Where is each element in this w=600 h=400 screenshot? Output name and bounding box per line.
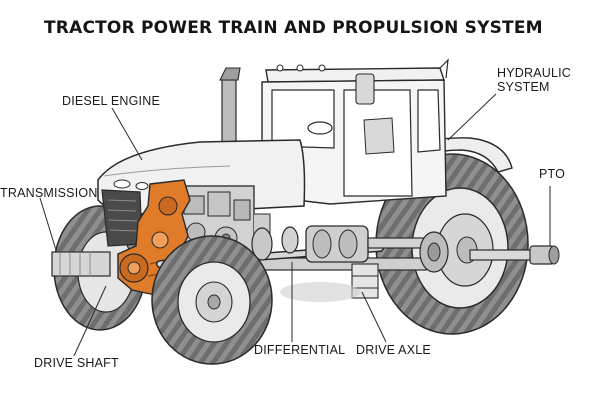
label-pto: PTO — [539, 167, 566, 181]
label-hydraulic-system: HYDRAULIC SYSTEM — [497, 66, 587, 94]
rear-axle-shaft — [367, 231, 449, 273]
cab — [261, 58, 449, 205]
leader-drive-axle — [361, 291, 387, 343]
leader-hydraulic — [447, 93, 497, 141]
leader-transmission — [39, 197, 57, 251]
rear-wheel — [375, 153, 529, 335]
label-hydraulic-line1: HYDRAULIC — [497, 66, 572, 80]
label-drive-axle: DRIVE AXLE — [356, 343, 431, 357]
exhaust-stack — [219, 67, 241, 147]
leader-diesel-engine — [111, 107, 143, 161]
front-weight — [51, 251, 111, 277]
label-differential: DIFFERENTIAL — [254, 343, 346, 357]
label-diesel-engine: DIESEL ENGINE — [62, 94, 160, 108]
pto-shaft — [469, 245, 560, 265]
label-drive-shaft: DRIVE SHAFT — [34, 356, 119, 370]
front-grille — [101, 179, 149, 247]
leader-drive-shaft — [73, 285, 107, 357]
front-wheel-near — [151, 235, 273, 365]
leader-lines — [39, 93, 551, 357]
label-hydraulic-line2: SYSTEM — [497, 80, 550, 94]
diagram-title: TRACTOR POWER TRAIN AND PROPULSION SYSTE… — [44, 18, 543, 38]
differential-unit — [305, 225, 379, 299]
label-transmission: TRANSMISSION — [0, 186, 98, 200]
under-shadow — [280, 282, 360, 302]
